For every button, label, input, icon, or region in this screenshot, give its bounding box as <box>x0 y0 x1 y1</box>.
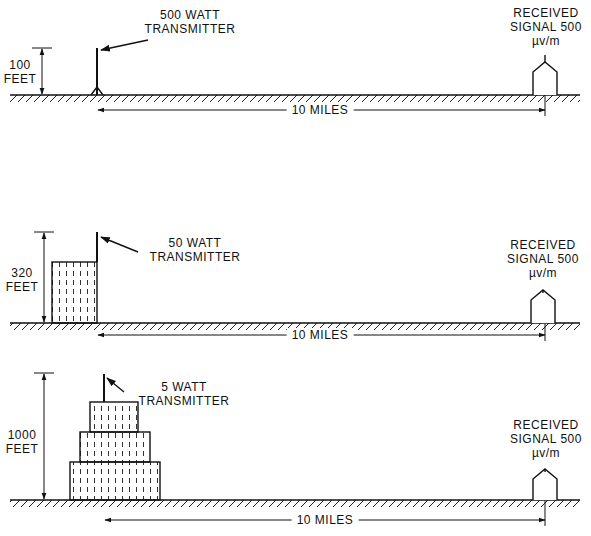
dimension-label: 100 FEET <box>3 58 37 86</box>
transmitter-label: 50 WATT TRANSMITTER <box>139 236 251 264</box>
dimension-label: 1000 FEET <box>4 428 40 456</box>
dimension-tick <box>34 232 54 233</box>
house-antenna <box>542 290 543 293</box>
leader-line <box>107 378 124 392</box>
antenna-base <box>91 87 103 95</box>
distance-label: 10 MILES <box>292 513 359 527</box>
height-dimension <box>44 233 45 322</box>
leader-line <box>101 237 138 252</box>
dimension-tick <box>545 501 546 526</box>
building-base <box>70 462 160 500</box>
ground-hatch <box>10 95 580 102</box>
house-antenna <box>544 469 545 472</box>
building-top <box>90 402 138 432</box>
house <box>533 469 557 500</box>
dimension-tick <box>545 96 546 116</box>
house <box>533 62 557 95</box>
dimension-tick <box>32 48 52 49</box>
signal-label: RECEIVED SIGNAL 500 µv/m <box>505 418 587 460</box>
panel-three <box>10 373 580 526</box>
distance-label: 10 MILES <box>287 103 354 117</box>
ground-hatch <box>10 500 580 507</box>
panel-two <box>10 232 580 341</box>
transmitter-label: 500 WATT TRANSMITTER <box>134 8 246 36</box>
building <box>52 262 97 323</box>
ground-line <box>10 94 580 95</box>
house-antenna <box>544 55 545 62</box>
height-dimension <box>44 374 45 499</box>
signal-label: RECEIVED SIGNAL 500 µv/m <box>502 238 584 280</box>
building-middle <box>80 432 150 462</box>
height-dimension <box>42 49 43 94</box>
signal-label: RECEIVED SIGNAL 500 µv/m <box>505 6 587 48</box>
antenna <box>103 374 105 402</box>
dimension-tick <box>545 324 546 341</box>
transmitter-label: 5 WATT TRANSMITTER <box>128 380 240 408</box>
antenna <box>96 232 98 262</box>
dimension-label: 320 FEET <box>4 266 40 294</box>
dimension-tick <box>34 373 54 374</box>
panel-one <box>10 40 580 116</box>
distance-label: 10 MILES <box>287 328 354 342</box>
house <box>531 290 555 323</box>
leader-line <box>101 40 148 50</box>
